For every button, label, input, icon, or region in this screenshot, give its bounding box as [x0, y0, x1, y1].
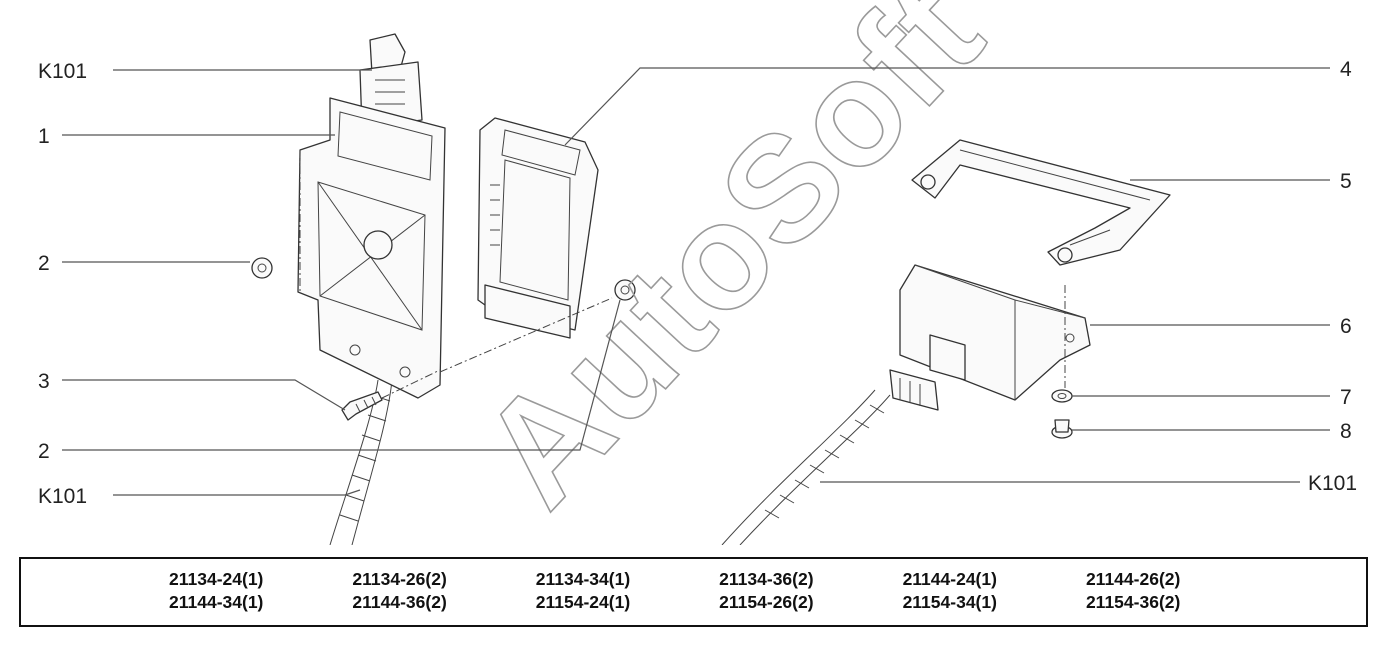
- model-code: 21134-34(1): [535, 569, 631, 589]
- screw-part-8: [1051, 419, 1073, 439]
- model-code: 21154-36(2): [1085, 592, 1181, 612]
- exploded-parts-diagram: AutoSoft K101 1 2 3 2 K101 4 5 6 7 8 K10…: [38, 0, 1357, 545]
- applicability-grid: 21134-24(1) 21134-26(2) 21134-34(1) 2113…: [169, 569, 1269, 615]
- model-code: 21154-34(1): [902, 592, 997, 612]
- model-code: 21144-36(2): [352, 592, 447, 612]
- bracket-plate-part-5: [911, 139, 1171, 266]
- callout-k101-left: K101: [38, 485, 87, 508]
- model-code: 21134-26(2): [352, 569, 447, 589]
- nut-part-2-left: [251, 257, 273, 279]
- model-code: 21144-24(1): [902, 569, 997, 589]
- applicability-table: 21134-24(1) 21134-26(2) 21134-34(1) 2113…: [19, 557, 1368, 627]
- callout-part-2-left: 2: [38, 252, 50, 275]
- washer-part-7: [1051, 389, 1073, 403]
- mounting-bracket-part-1: [297, 97, 446, 399]
- callout-k101-top: K101: [38, 60, 87, 83]
- model-code: 21144-26(2): [1085, 569, 1181, 589]
- wiring-harness-right: [721, 369, 939, 545]
- callout-part-5: 5: [1340, 170, 1352, 193]
- callout-part-1: 1: [38, 125, 50, 148]
- callout-part-3: 3: [38, 370, 50, 393]
- model-code: 21154-24(1): [535, 592, 631, 612]
- nut-part-2-right: [439, 279, 636, 373]
- model-code: 21134-36(2): [719, 569, 814, 589]
- module-part-6: [899, 264, 1091, 401]
- callout-k101-right: K101: [1308, 472, 1357, 495]
- callout-part-4: 4: [1340, 58, 1352, 81]
- model-code: 21134-24(1): [169, 569, 264, 589]
- callout-part-2-bottom: 2: [38, 440, 50, 463]
- callout-part-6: 6: [1340, 315, 1352, 338]
- model-code: 21144-34(1): [169, 592, 264, 612]
- callout-part-8: 8: [1340, 420, 1352, 443]
- bolt-part-3: [341, 369, 441, 421]
- callout-part-7: 7: [1340, 386, 1352, 409]
- leader-lines: [62, 67, 1330, 496]
- model-code: 21154-26(2): [719, 592, 814, 612]
